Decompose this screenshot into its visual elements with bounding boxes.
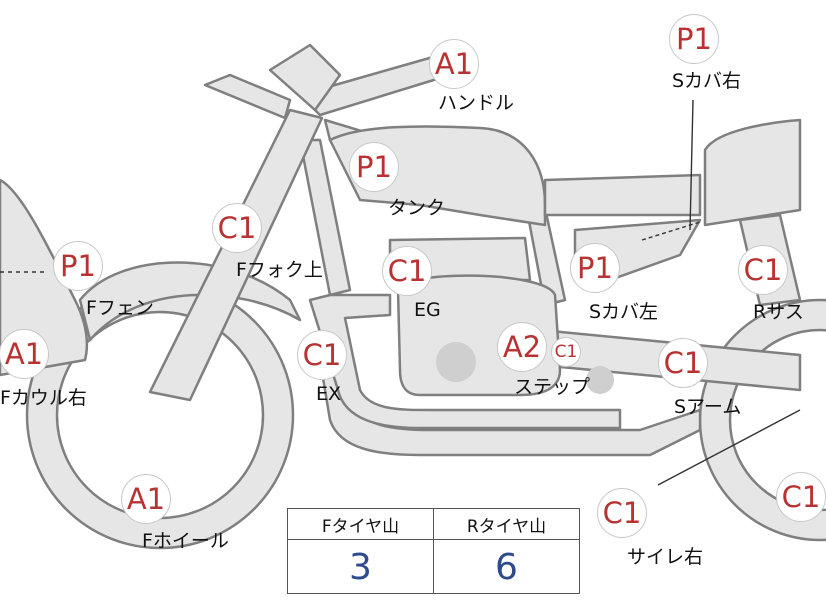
- front-fork-upper-code-badge: C1: [212, 203, 262, 253]
- front-fender-code-badge: P1: [53, 241, 103, 291]
- step-label: ステップ: [514, 376, 591, 398]
- rear-tire-header: Rタイヤ山: [433, 509, 579, 539]
- front-cowl-right-label: Fカウル右: [0, 387, 87, 409]
- tank-code: P1: [356, 150, 392, 184]
- step-code: A2: [502, 330, 542, 364]
- seat-cover-left-code-badge: P1: [570, 243, 620, 293]
- engine-code: C1: [387, 254, 427, 288]
- handle-code-badge: A1: [429, 39, 479, 89]
- seat-cover-left-label: Sカバ左: [589, 301, 659, 323]
- motorcycle-diagram: [0, 43, 826, 550]
- exhaust-code: C1: [302, 338, 342, 372]
- front-wheel-label: Fホイール: [142, 530, 229, 552]
- rear-wheel-code-badge: C1: [776, 472, 826, 522]
- front-wheel-code: A1: [126, 482, 166, 516]
- exhaust-label: EX: [316, 383, 342, 405]
- front-tire-header: Fタイヤ山: [321, 516, 400, 537]
- rear-suspension-label: Rサス: [753, 301, 804, 323]
- swing-arm-code: C1: [663, 346, 703, 380]
- tire-tread-table: Fタイヤ山 Rタイヤ山 3 6: [287, 508, 580, 594]
- tank-label: タンク: [388, 197, 446, 219]
- front-fork-upper-label: Fフォク上: [236, 259, 323, 281]
- engine-label: EG: [414, 299, 441, 321]
- exhaust-code-badge: C1: [297, 330, 347, 380]
- step-sub-code: C1: [554, 342, 578, 362]
- front-wheel-code-badge: A1: [121, 474, 171, 524]
- rear-tire-value: 6: [433, 540, 579, 594]
- tank-code-badge: P1: [349, 142, 399, 192]
- seat-cover-right-code-badge: P1: [669, 14, 719, 64]
- handle-label: ハンドル: [438, 92, 515, 114]
- rear-suspension-code: C1: [743, 253, 783, 287]
- silencer-right-code-badge: C1: [597, 488, 647, 538]
- front-fork-upper-code: C1: [217, 211, 257, 245]
- step-sub-code-badge: C1: [551, 337, 581, 367]
- step-code-badge: A2: [497, 322, 547, 372]
- tire-table-value-row: 3 6: [288, 540, 579, 594]
- handle-code: A1: [434, 47, 474, 81]
- engine-code-badge: C1: [382, 246, 432, 296]
- front-tire-value: 3: [349, 546, 372, 588]
- seat-cover-right-code: P1: [676, 22, 712, 56]
- front-fender-label: Fフェン: [86, 297, 154, 319]
- front-fender-code: P1: [60, 249, 96, 283]
- seat-cover-left-code: P1: [577, 251, 613, 285]
- rear-suspension-code-badge: C1: [738, 245, 788, 295]
- rear-wheel-code: C1: [781, 480, 821, 514]
- seat-cover-right-label: Sカバ右: [672, 70, 742, 92]
- front-cowl-right-code: A1: [4, 337, 44, 371]
- tire-table-header-row: Fタイヤ山 Rタイヤ山: [288, 509, 579, 540]
- swing-arm-code-badge: C1: [658, 338, 708, 388]
- swing-arm-label: Sアーム: [674, 396, 742, 418]
- front-cowl-right-code-badge: A1: [0, 329, 49, 379]
- silencer-right-code: C1: [602, 496, 642, 530]
- silencer-right-label: サイレ右: [627, 546, 704, 568]
